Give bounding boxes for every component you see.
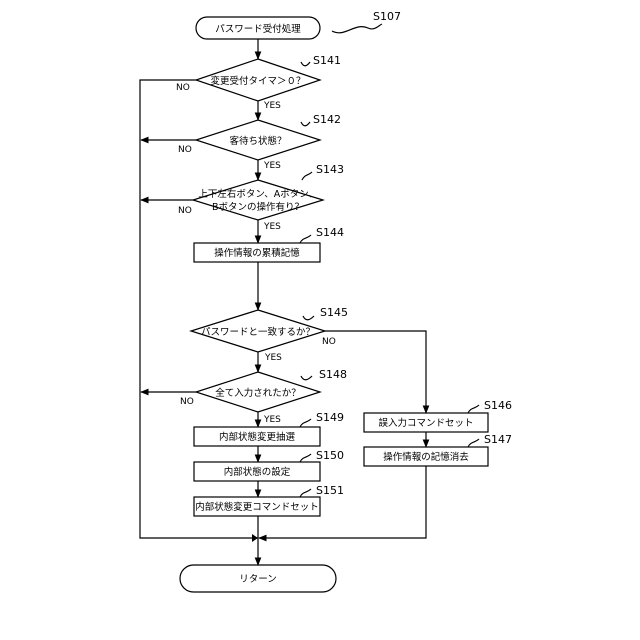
start-terminal: パスワード受付処理: [196, 17, 320, 39]
process-s146: 誤入力コマンドセット S146: [364, 399, 512, 432]
end-terminal-text: リターン: [239, 574, 277, 585]
decision-s145-id: S145: [320, 306, 348, 319]
decision-s141-leader: [301, 62, 310, 66]
process-s150: 内部状態の設定 S150: [194, 449, 344, 481]
process-s150-leader: [300, 454, 311, 462]
decision-s145-leader: [303, 316, 314, 320]
process-s146-leader: [468, 405, 479, 413]
decision-s142-no: NO: [178, 145, 192, 155]
flowchart-reference-label: S107: [373, 10, 401, 23]
process-s149-leader: [300, 419, 311, 427]
decision-s143-no: NO: [178, 206, 192, 216]
process-s151-id: S151: [316, 484, 344, 497]
decision-s143-id: S143: [316, 163, 344, 176]
process-s147-text: 操作情報の記憶消去: [383, 451, 469, 463]
decision-s141-yes: YES: [263, 101, 281, 111]
decision-s143-yes: YES: [263, 222, 281, 232]
process-s150-id: S150: [316, 449, 344, 462]
decision-s148-leader: [301, 376, 312, 380]
decision-s148-id: S148: [319, 368, 347, 381]
decision-s143-text-line1: 上下左右ボタン、Aボタン、: [198, 188, 317, 200]
process-s147: 操作情報の記憶消去 S147: [364, 433, 512, 466]
decision-s145-no: NO: [322, 337, 336, 347]
decision-s148-no: NO: [180, 397, 194, 407]
process-s147-id: S147: [484, 433, 512, 446]
process-s147-leader: [468, 439, 479, 447]
decision-s148-text: 全て入力されたか？: [215, 387, 301, 399]
process-s144-id: S144: [316, 226, 344, 239]
decision-s143-shape: [193, 180, 323, 220]
decision-s141-no: NO: [176, 83, 190, 93]
reference-squiggle: [332, 24, 382, 33]
process-s151: 内部状態変更コマンドセット S151: [194, 484, 344, 516]
process-s150-text: 内部状態の設定: [224, 466, 291, 478]
decision-s145: パスワードと一致するか？ S145 YES NO: [191, 306, 348, 363]
decision-s145-yes: YES: [264, 353, 282, 363]
no-bus-merge-arrow: [252, 534, 258, 542]
process-s149-text: 内部状態変更抽選: [219, 431, 296, 443]
decision-s141-text: 変更受付タイマ＞０？: [210, 75, 305, 87]
process-s146-text: 誤入力コマンドセット: [378, 417, 473, 429]
decision-s145-text: パスワードと一致するか？: [201, 326, 315, 338]
decision-s141-id: S141: [313, 54, 341, 67]
decision-s148-yes: YES: [263, 415, 281, 425]
process-s144-leader: [300, 235, 311, 243]
process-s151-text: 内部状態変更コマンドセット: [195, 501, 319, 513]
decision-s142-text: 客待ち状態？: [229, 135, 286, 147]
decision-s142-id: S142: [313, 113, 341, 126]
decision-s142-yes: YES: [263, 161, 281, 171]
flowchart-reference: S107: [332, 10, 401, 33]
process-s149-id: S149: [316, 411, 344, 424]
process-s146-id: S146: [484, 399, 512, 412]
decision-s143: 上下左右ボタン、Aボタン、 Bボタンの操作有り？ S143 YES NO: [178, 163, 344, 232]
start-terminal-text: パスワード受付処理: [215, 23, 301, 35]
decision-s142-leader: [301, 122, 310, 126]
decision-s143-text-line2: Bボタンの操作有り？: [212, 201, 304, 213]
decision-s143-leader: [302, 172, 312, 180]
process-s144-text: 操作情報の累積記憶: [214, 247, 300, 259]
process-s151-leader: [300, 489, 311, 497]
end-terminal: リターン: [180, 565, 336, 592]
